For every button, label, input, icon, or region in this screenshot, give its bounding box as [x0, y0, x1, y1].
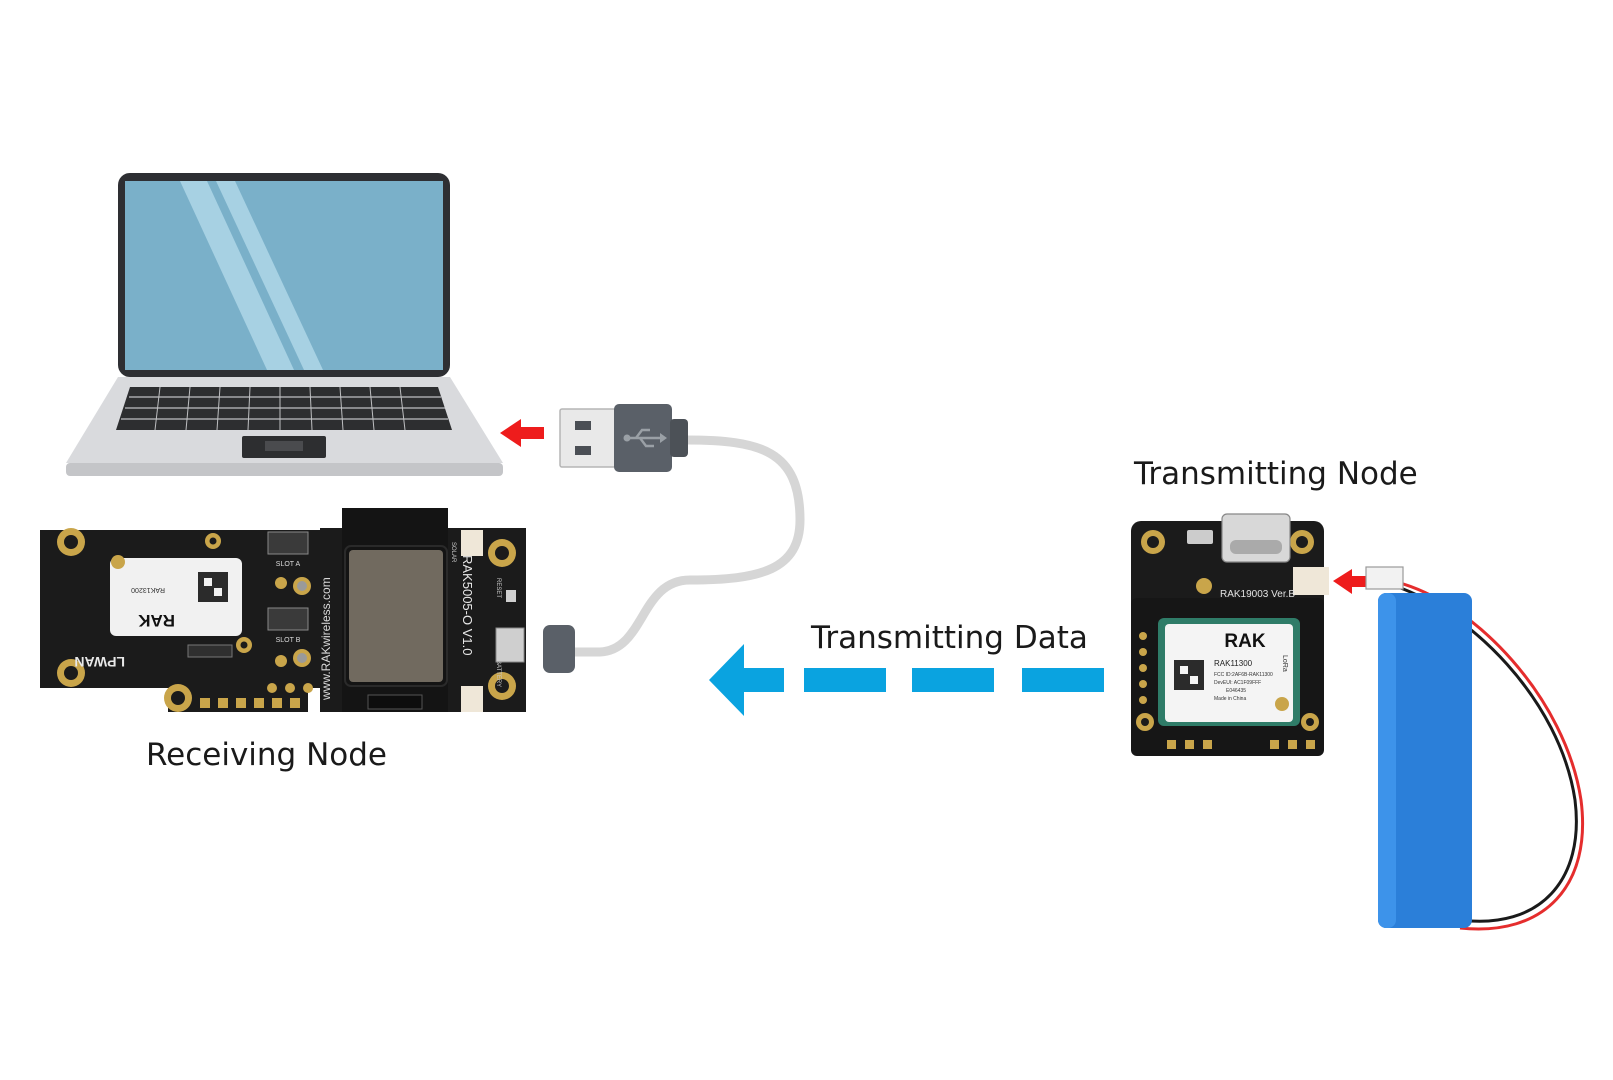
module-lora-text: LoRa [1281, 655, 1288, 672]
usb-cable-icon [543, 404, 805, 673]
rak-logo-icon: RAK [137, 611, 175, 630]
url-silk-text: www.RAKwireless.com [319, 577, 333, 701]
battery-silk-text: BATTERY [495, 660, 501, 687]
solar-silk-text: SOLAR [450, 542, 456, 563]
rak-logo-icon: RAK [1224, 631, 1265, 652]
module-model-text: RAK13200 [131, 586, 165, 593]
rak19003-silk-text: RAK19003 Ver.B [1220, 589, 1295, 600]
receiving-node-board: RAK RAK13200 LPWAN SLOT A SLOT B www.RAK… [40, 508, 526, 712]
reset-silk-text: RESET [495, 578, 501, 598]
module-model-text: RAK11300 [1214, 659, 1253, 668]
transmitting-node-label: Transmitting Node [1134, 456, 1418, 492]
transmitting-node-board: RAK19003 Ver.B RAK RAK11300 FCC ID:2AF6B… [1131, 513, 1329, 756]
battery-icon [1365, 566, 1584, 931]
transmitting-data-label: Transmitting Data [811, 620, 1088, 656]
module-code-text: E046435 [1226, 688, 1246, 694]
slot-a-silk-text: SLOT A [276, 561, 301, 568]
module-origin-text: Made in China [1214, 696, 1246, 702]
usb-symbol-icon [627, 428, 660, 448]
dashed-arrow-icon [709, 644, 1104, 716]
lpwan-silk-text: LPWAN [74, 654, 125, 670]
arrow-left-icon [500, 419, 544, 447]
receiving-node-label: Receiving Node [146, 737, 387, 773]
arrow-left-icon [1333, 569, 1368, 594]
laptop-icon [66, 173, 503, 476]
module-deveui-text: DevEUI: AC1F09FFF [1214, 680, 1261, 686]
model-silk-text: RAK5005-O V1.0 [460, 555, 475, 655]
slot-b-silk-text: SLOT B [276, 637, 301, 644]
module-fcc-text: FCC ID:2AF6B-RAK11300 [1214, 672, 1273, 678]
